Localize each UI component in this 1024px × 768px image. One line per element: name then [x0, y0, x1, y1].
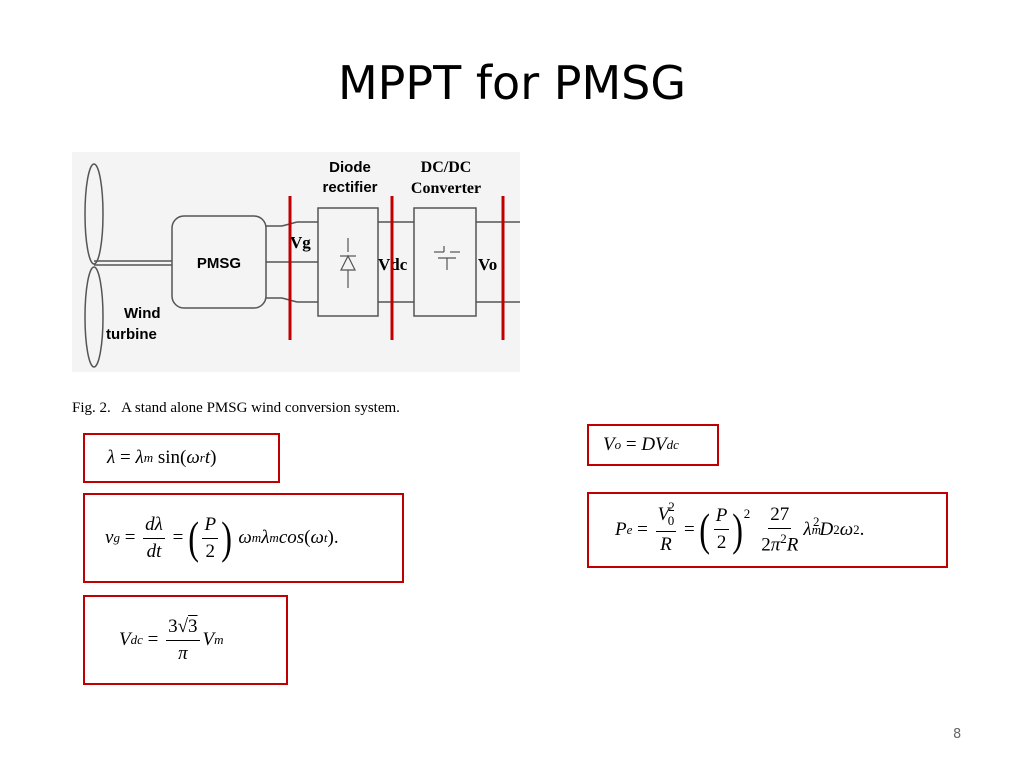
turbine-label: turbine: [106, 326, 157, 343]
pmsg-system-diagram: PMSG Wind turbine Vg Diode rectifier Vdc…: [84, 159, 520, 368]
turbine-blade-upper: [84, 163, 104, 265]
converter-label: Converter: [411, 180, 481, 197]
page-number: 8: [953, 727, 962, 742]
rectifier-box: [317, 207, 379, 317]
figure-caption: Fig. 2. A stand alone PMSG wind conversi…: [72, 400, 400, 416]
diode-symbol: [340, 254, 356, 271]
rectifier-label: rectifier: [322, 179, 377, 196]
pmsg-system-figure: PMSG Wind turbine Vg Diode rectifier Vdc…: [72, 152, 520, 372]
vg-label: Vg: [290, 233, 311, 252]
dcdc-label: DC/DC: [421, 159, 472, 176]
wind-label: Wind: [124, 305, 161, 322]
turbine-blade-lower: [84, 266, 104, 368]
pmsg-label: PMSG: [197, 255, 241, 272]
converter-box: [413, 207, 477, 317]
slide-title: MPPT for PMSG: [337, 56, 687, 110]
diode-label: Diode: [329, 159, 371, 176]
vo-label: Vo: [478, 255, 497, 274]
